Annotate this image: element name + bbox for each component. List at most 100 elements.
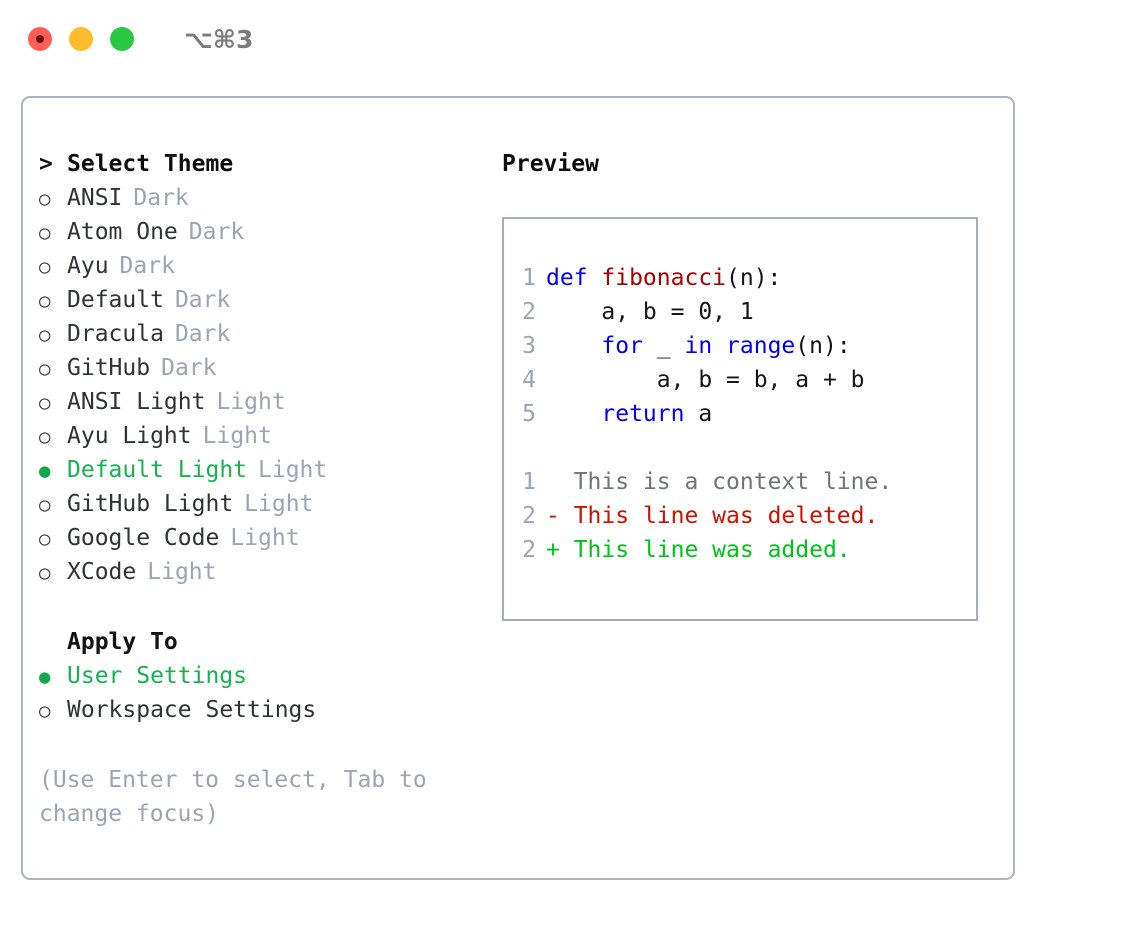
line-number: 2 [522,503,536,529]
radio-unselected-icon[interactable]: ○ [39,700,51,722]
apply-to-option[interactable]: ●User Settings [39,659,489,693]
radio-unselected-icon[interactable]: ○ [39,290,51,312]
theme-mode-tag: Dark [188,219,245,245]
select-theme-title: Select Theme [67,151,234,177]
diff-sign: + [546,537,560,563]
radio-unselected-icon[interactable]: ○ [39,562,51,584]
select-theme-header: > Select Theme [39,147,489,181]
code-token: _ [642,333,685,359]
theme-mode-tag: Light [202,423,272,449]
theme-name: Google Code [67,525,220,551]
theme-list-item[interactable]: ○ Dracula Dark [39,317,489,351]
theme-name: Default [67,287,164,313]
theme-mode-tag: Dark [119,253,175,279]
code-token: fibonacci [601,265,727,291]
apply-to-label: Workspace Settings [67,697,317,723]
apply-to-header: ○ Apply To [39,625,489,659]
code-token: def [546,265,602,291]
close-button[interactable] [28,27,52,51]
window-shortcut-label: ⌥⌘3 [184,24,254,54]
theme-mode-tag: Light [230,525,300,551]
radio-unselected-icon[interactable]: ○ [39,392,51,414]
diff-line: 1 This is a context line. [504,465,976,499]
theme-mode-tag: Dark [174,287,231,313]
line-number: 1 [522,469,536,495]
theme-list-item[interactable]: ○ Ayu Light Light [39,419,489,453]
line-number: 5 [522,401,536,427]
theme-list-item[interactable]: ○ Google Code Light [39,521,489,555]
theme-name: Default Light [67,457,248,483]
diff-text: This line was added. [559,537,851,563]
theme-mode-tag: Light [258,457,328,483]
code-line-text: a, b = b, a + b [546,363,865,397]
radio-unselected-icon[interactable]: ○ [39,528,51,550]
theme-name: Ayu Light [67,423,192,449]
line-number: 3 [522,333,536,359]
radio-unselected-icon[interactable]: ○ [39,188,51,210]
radio-unselected-icon[interactable]: ○ [39,426,51,448]
radio-unselected-icon[interactable]: ○ [39,494,51,516]
code-line: 2 a, b = 0, 1 [504,295,976,329]
diff-sign: - [546,503,560,529]
theme-mode-tag: Dark [174,321,231,347]
spacer-marker: ○ [39,625,67,659]
code-line: 4 a, b = b, a + b [504,363,976,397]
list-spacer [39,589,489,625]
code-token: in [684,333,713,359]
code-token [546,401,601,427]
code-line-text: for _ in range(n): [546,329,850,363]
diff-text: This is a context line. [559,469,893,495]
radio-unselected-icon[interactable]: ○ [39,358,51,380]
radio-unselected-icon[interactable]: ○ [39,222,51,244]
code-line: 3 for _ in range(n): [504,329,976,363]
theme-list-item[interactable]: ○ Default Dark [39,283,489,317]
code-token: for [601,333,643,359]
theme-name: Dracula [67,321,164,347]
code-token [546,333,601,359]
diff-sample: 1 This is a context line. 2- This line wa… [504,465,976,567]
theme-mode-tag: Light [147,559,217,585]
theme-list-item[interactable]: ○ Ayu Dark [39,249,489,283]
apply-to-list: ●User Settings ○ Workspace Settings [39,659,489,727]
zoom-button[interactable] [110,27,134,51]
keyboard-hint: (Use Enter to select, Tab to change focu… [39,767,441,827]
code-diff-gap [504,431,976,465]
radio-unselected-icon[interactable]: ○ [39,256,51,278]
theme-name: GitHub Light [67,491,234,517]
diff-text: This line was deleted. [559,503,879,529]
minimize-button[interactable] [69,27,93,51]
theme-name: GitHub [67,355,151,381]
radio-unselected-icon[interactable]: ○ [39,324,51,346]
radio-selected-icon[interactable]: ● [39,460,51,482]
title-bar: ⌥⌘3 [0,0,1140,78]
theme-mode-tag: Light [216,389,286,415]
code-token: range [726,333,796,359]
apply-to-option[interactable]: ○ Workspace Settings [39,693,489,727]
code-line: 5 return a [504,397,976,431]
diff-line: 2+ This line was added. [504,533,976,567]
preview-title: Preview [502,151,599,177]
theme-list-item[interactable]: ● Default Light Light [39,453,489,487]
apply-to-title: Apply To [67,629,178,655]
line-number: 2 [522,299,536,325]
code-token: a [684,401,713,427]
code-token: (n): [726,265,782,291]
code-line-text: a, b = 0, 1 [546,295,753,329]
theme-name: Ayu [67,253,109,279]
caret-icon: > [39,151,53,177]
diff-sign [546,465,560,499]
line-number: 4 [522,367,536,393]
radio-selected-icon[interactable]: ● [39,666,51,688]
